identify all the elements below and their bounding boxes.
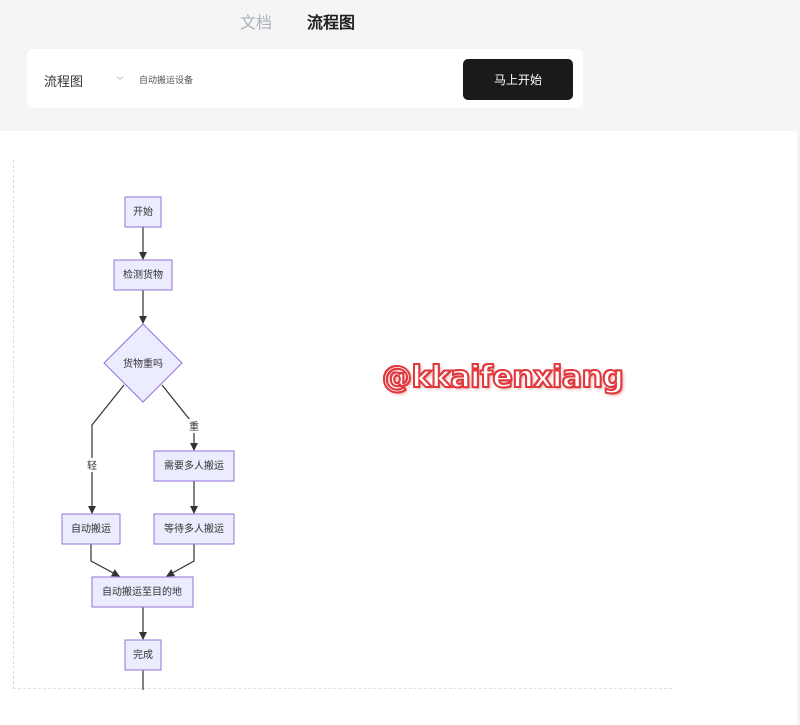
node-wait-many[interactable] — [153, 513, 235, 545]
topic-input[interactable] — [139, 67, 439, 91]
tab-document[interactable]: 文档 — [240, 13, 273, 32]
edge-decision-light — [88, 384, 125, 514]
chevron-down-icon[interactable] — [115, 73, 125, 83]
node-need-many-label: 需要多人搬运 — [164, 459, 224, 472]
node-detect-label: 检测货物 — [123, 268, 163, 281]
node-start-label: 开始 — [133, 205, 153, 218]
node-decision[interactable] — [103, 323, 183, 403]
node-decision-label: 货物重吗 — [123, 357, 163, 370]
edge-label-light: 轻 — [87, 459, 97, 472]
preview-panel — [0, 131, 797, 725]
node-wait-many-label: 等待多人搬运 — [164, 522, 224, 535]
edge-wait-dest — [166, 544, 195, 577]
chart-type-select[interactable]: 流程图 — [44, 69, 83, 91]
header: 文档 流程图 流程图 马上开始 — [0, 0, 800, 131]
watermark-text: @kkaifenxiang — [381, 359, 625, 396]
scrollbar-track[interactable] — [797, 131, 800, 725]
chart-type-value: 流程图 — [44, 74, 84, 90]
edge-auto-dest — [90, 544, 120, 577]
node-need-many[interactable] — [153, 450, 235, 482]
generator-card: 流程图 马上开始 — [27, 49, 583, 108]
node-done-label: 完成 — [133, 648, 153, 661]
node-done[interactable] — [124, 639, 162, 671]
tab-flowchart[interactable]: 流程图 — [307, 13, 356, 32]
node-auto-carry[interactable] — [61, 513, 121, 545]
node-to-dest-label: 自动搬运至目的地 — [102, 585, 182, 598]
edge-decision-heavy — [161, 384, 198, 451]
node-auto-carry-label: 自动搬运 — [71, 522, 111, 535]
edge-label-heavy: 重 — [189, 420, 199, 433]
start-button[interactable]: 马上开始 — [463, 59, 573, 100]
node-to-dest[interactable] — [91, 576, 194, 608]
node-start[interactable] — [124, 196, 162, 228]
node-detect[interactable] — [113, 259, 173, 291]
flowchart-canvas — [13, 160, 672, 689]
